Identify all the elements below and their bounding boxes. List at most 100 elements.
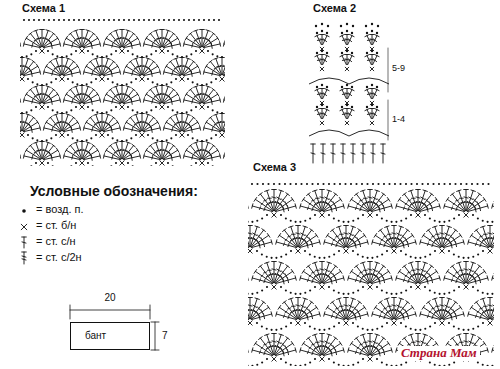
stitch-top: [337, 226, 341, 227]
stitch-crossbar: [317, 346, 321, 347]
stitch-crossbar: [132, 70, 134, 72]
stitch-crossbar: [263, 314, 264, 319]
stitch-crossbar: [385, 313, 387, 315]
stitch-crossbar: [416, 269, 420, 270]
stitch-post: [143, 128, 160, 132]
stitch-crossbar: [31, 44, 33, 47]
chain-dot: [477, 289, 479, 291]
stitch-top: [446, 341, 449, 345]
chain-dot: [221, 112, 223, 114]
stitch-crossbar: [355, 315, 356, 320]
stitch-crossbar: [131, 43, 133, 48]
stitch-top: [391, 276, 392, 280]
stitch-crossbar: [459, 270, 463, 271]
stitch-post: [370, 334, 371, 355]
chain-dot: [309, 289, 311, 291]
chain-dot: [181, 56, 183, 58]
chain-dot: [285, 361, 287, 363]
stitch-crossbar: [111, 71, 113, 76]
chain-dot: [192, 137, 194, 139]
stitch-crossbar: [381, 311, 383, 313]
stitch-crossbar: [480, 308, 483, 309]
stitch-top: [355, 337, 359, 340]
stitch-crossbar: [151, 156, 153, 159]
stitch-post: [299, 235, 316, 247]
stitch-top: [254, 341, 257, 345]
chain-dot: [112, 81, 114, 83]
stitch-top: [350, 89, 354, 91]
stitch-top: [315, 35, 319, 37]
stitch-top: [487, 348, 488, 352]
stitch-post: [176, 115, 182, 131]
stitch-crossbar: [488, 305, 492, 306]
stitch-top: [40, 126, 41, 130]
stitch-top: [411, 305, 414, 309]
stitch-top: [125, 120, 127, 124]
stitch-crossbar: [291, 306, 295, 307]
stitch-top: [303, 226, 307, 227]
chain-dot: [155, 162, 157, 164]
single-crochet: [345, 67, 349, 71]
chain-dot: [207, 162, 209, 164]
chain-dot: [290, 364, 292, 366]
stitch-post: [123, 44, 140, 48]
chain-dot: [206, 139, 208, 141]
stitch-post: [491, 302, 494, 319]
stitch-crossbar: [435, 306, 439, 307]
chain-dot: [115, 106, 117, 108]
stitch-top: [74, 30, 78, 32]
chain-dot: [112, 137, 114, 139]
stitch-post: [183, 128, 200, 132]
single-crochet: [160, 105, 164, 109]
single-crochet: [370, 67, 374, 71]
chain-dot: [130, 81, 132, 83]
stitch-top: [206, 142, 210, 144]
stitch-crossbar: [362, 276, 365, 277]
chain-dot: [33, 19, 35, 21]
chain-dot: [56, 111, 58, 113]
chain-dot: [68, 19, 70, 21]
stitch-crossbar: [211, 128, 213, 131]
chain-dot: [299, 293, 301, 295]
stitch-crossbar: [367, 93, 371, 95]
stitch-top: [23, 98, 24, 102]
stitch-top: [459, 305, 462, 309]
chain-dot: [132, 165, 134, 166]
chain-dot: [448, 292, 450, 294]
chain-dot: [46, 139, 48, 141]
chain-dot: [141, 112, 143, 114]
single-crochet: [368, 357, 372, 361]
chain-dot: [371, 84, 373, 86]
stitch-crossbar: [481, 313, 483, 315]
stitch-post: [250, 226, 251, 247]
stitch-crossbar: [317, 113, 321, 115]
chain-dot: [210, 81, 212, 83]
stitch-crossbar: [397, 305, 401, 307]
stitch-top: [32, 116, 36, 119]
stitch-crossbar: [288, 308, 291, 309]
stitch-crossbar: [152, 154, 154, 156]
single-crochet: [140, 133, 144, 137]
chain-dot: [83, 19, 85, 21]
stitch-post: [36, 87, 42, 103]
stitch-crossbar: [416, 341, 420, 342]
stitch-crossbar: [339, 234, 343, 235]
stitch-top: [32, 60, 36, 63]
single-crochet: [320, 47, 324, 51]
stitch-post: [404, 266, 417, 283]
stitch-top: [25, 148, 27, 152]
stitch-post: [275, 271, 292, 283]
chain-dot: [429, 289, 431, 291]
stitch-post: [380, 302, 393, 319]
chain-dot: [295, 365, 297, 366]
stitch-top: [468, 312, 469, 316]
chain-dot: [128, 19, 130, 21]
stitch-crossbar: [272, 269, 276, 270]
single-crochet: [392, 321, 396, 325]
stitch-post: [176, 59, 182, 75]
chain-dot: [126, 139, 128, 141]
single-crochet: [160, 161, 164, 165]
single-crochet: [320, 47, 324, 51]
stitch-top: [481, 298, 485, 299]
single-crochet: [200, 161, 204, 165]
